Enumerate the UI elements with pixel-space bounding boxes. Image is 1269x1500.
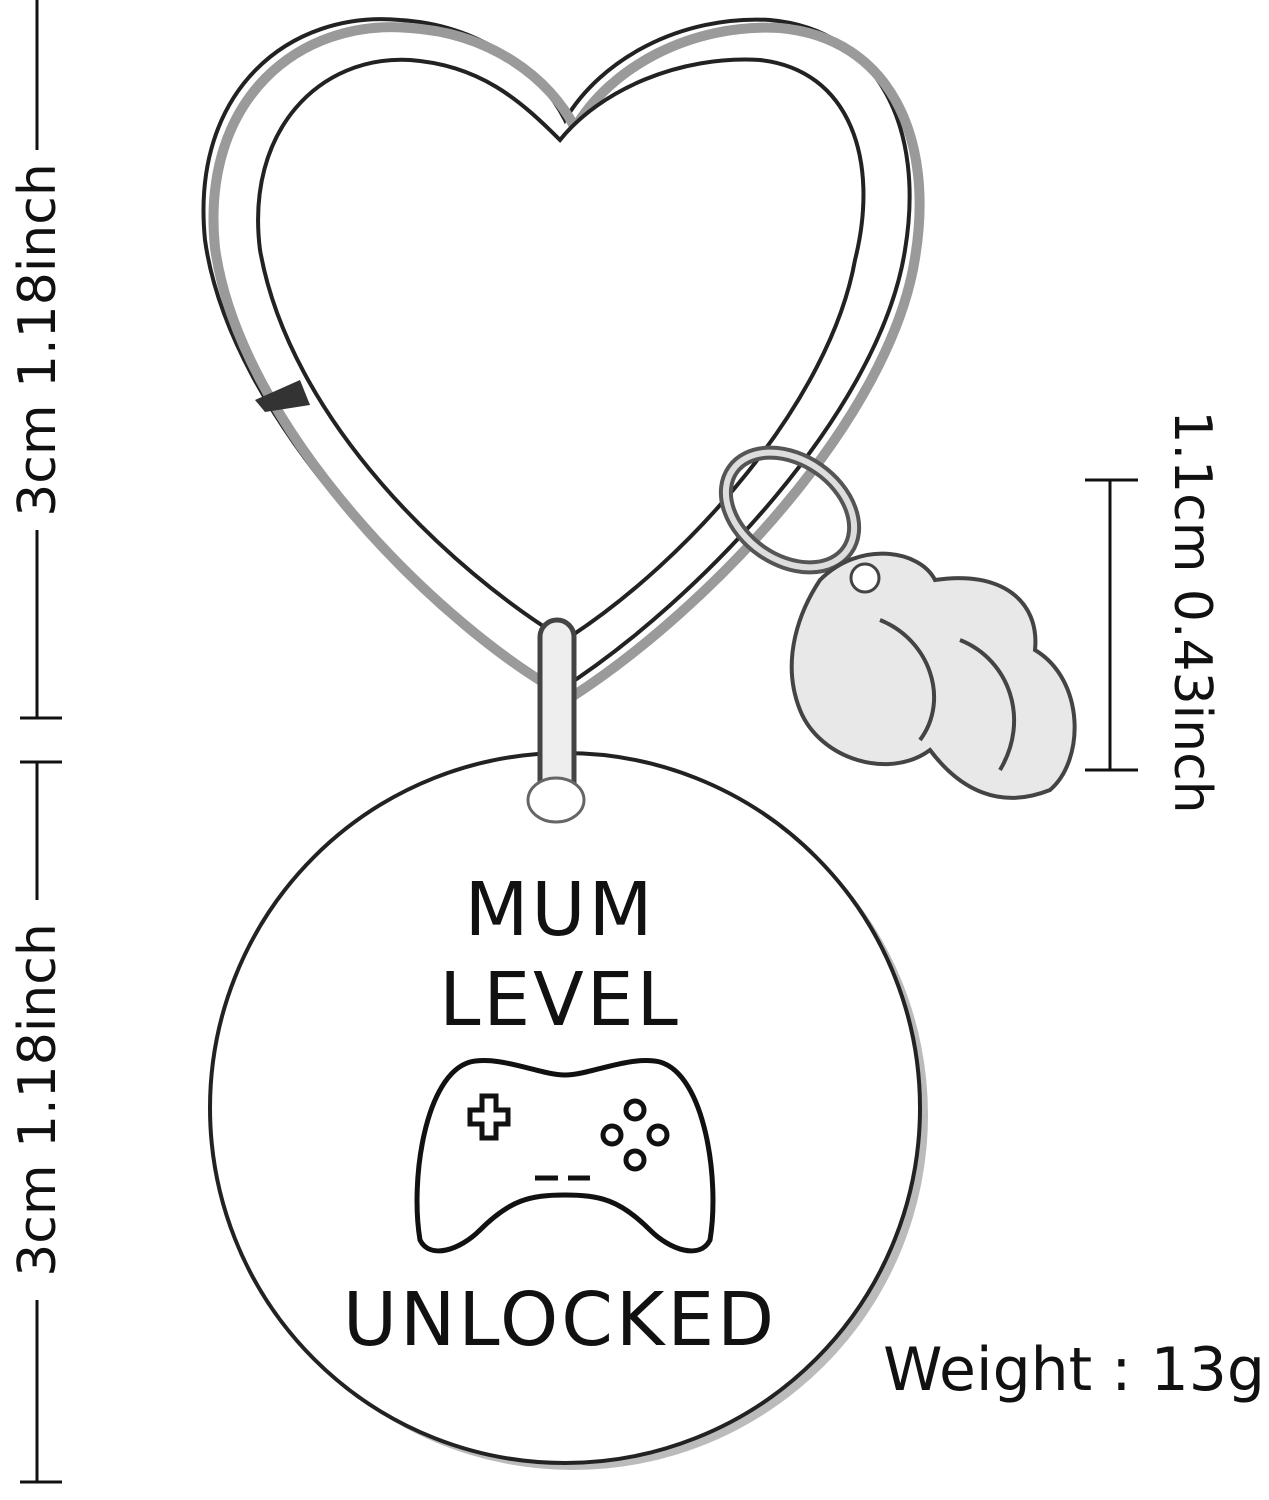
- disc-jump-ring: [526, 617, 586, 824]
- ring-dimension-line: [20, 0, 62, 720]
- engraving-line-level: LEVEL: [439, 957, 681, 1043]
- engraving-line-mum: MUM: [465, 867, 656, 953]
- charm-dimension-line: [1085, 478, 1138, 772]
- ring-height-label: 3cm 1.18inch: [8, 163, 68, 517]
- game-controller-icon: [414, 1058, 716, 1254]
- weight-label: Weight : 13g: [883, 1335, 1265, 1405]
- disc-dimension-line: [20, 760, 62, 1484]
- charm-ring: [718, 445, 862, 575]
- engraving-line-unlocked: UNLOCKED: [343, 1277, 777, 1363]
- baby-feet-charm: [789, 551, 1077, 800]
- disc-height-label: 3cm 1.18inch: [8, 923, 68, 1277]
- charm-height-label: 1.1cm 0.43inch: [1162, 410, 1222, 813]
